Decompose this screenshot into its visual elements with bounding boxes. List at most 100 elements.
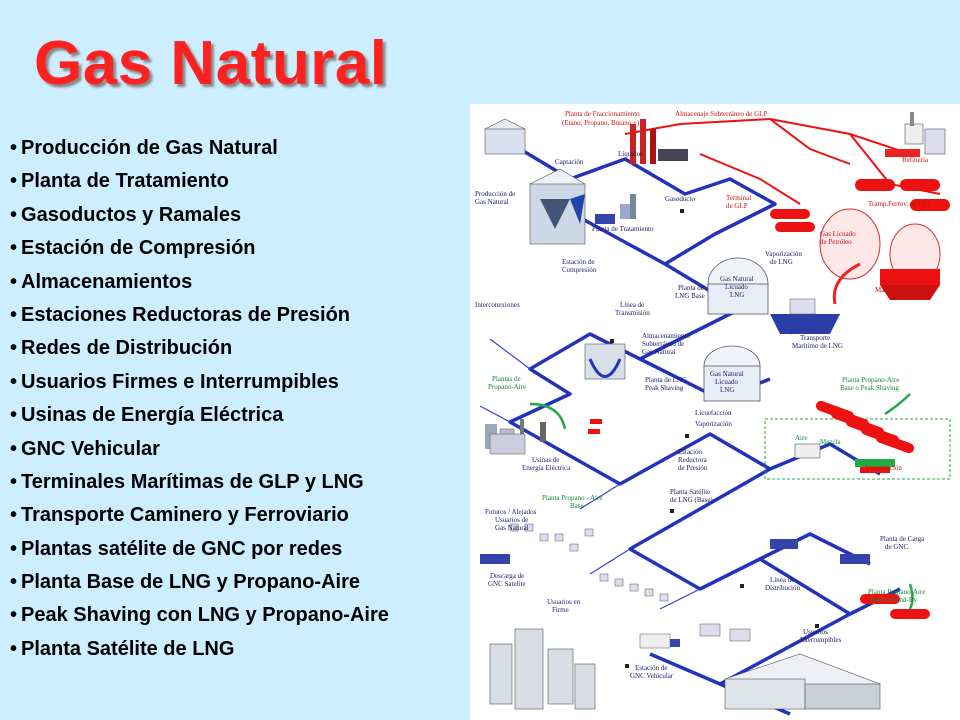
- label-planta-propano-base: Planta Propano - Aire: [542, 494, 602, 502]
- topic-item: •Usuarios Firmes e Interrumpibles: [10, 370, 470, 394]
- label-futuros: Futuros / Alejados: [485, 508, 537, 516]
- label-terminal-glp-sub: de GLP: [726, 202, 748, 210]
- label-almacenamiento-sub2: Gas Natural: [642, 348, 676, 356]
- label-plantas-propano-aire-sub: Propano-Aire: [488, 383, 526, 391]
- label-licuefaccion: Licuefacción: [695, 409, 732, 417]
- label-planta-satelite-lng: Planta Satélite: [670, 488, 710, 496]
- label-estacion-gnc-sub: GNC Vehicular: [630, 672, 674, 680]
- label-planta-propano-base-sub: Base: [570, 502, 584, 510]
- topic-item-label: Terminales Marítimas de GLP y LNG: [21, 470, 364, 493]
- topic-item-label: Planta Satélite de LNG: [21, 637, 235, 660]
- label-usuarios-interrumpibles-sub: Interrumpibles: [800, 636, 841, 644]
- power-plant: [489, 422, 546, 455]
- label-descarga-gnc: Descarga de: [490, 572, 524, 580]
- label-gas-licuado-sub: de Petróleo: [820, 238, 852, 246]
- topic-item: •Planta de Tratamiento: [10, 169, 470, 193]
- label-usinas: Usinas de: [532, 456, 559, 464]
- label-liquidos: Líquidos: [618, 150, 643, 158]
- topic-list: •Producción de Gas Natural•Planta de Tra…: [10, 136, 470, 670]
- topic-item-label: Plantas satélite de GNC por redes: [21, 537, 343, 560]
- topic-item: •Usinas de Energía Eléctrica: [10, 403, 470, 427]
- bullet-marker: •: [10, 571, 18, 594]
- bullet-marker: •: [10, 303, 18, 326]
- topic-item: •Gasoductos y Ramales: [10, 203, 470, 227]
- diagram-labels: Planta de Fraccionamiento (Etano, Propan…: [475, 110, 932, 680]
- bullet-marker: •: [10, 270, 18, 293]
- page-title: Gas Natural: [34, 29, 388, 98]
- topic-item: •Peak Shaving con LNG y Propano-Aire: [10, 603, 470, 627]
- label-gas-natural-licuado: Gas Natural: [720, 275, 754, 283]
- label-transporte-maritimo-lng-sub: Marítimo de LNG: [792, 342, 843, 350]
- topic-item-label: Almacenamientos: [21, 270, 193, 293]
- topic-item: •Redes de Distribución: [10, 336, 470, 360]
- topic-item: •Planta Satélite de LNG: [10, 637, 470, 661]
- label-planta-lng-base-sub: LNG Base: [675, 292, 705, 300]
- label-transporte-maritimo-lng: Transporte: [800, 334, 830, 342]
- label-planta-carga-gnc: Planta de Carga: [880, 535, 925, 543]
- label-produccion: Producción de: [475, 190, 515, 198]
- label-lng2: LNG: [720, 386, 734, 394]
- label-terminal-glp: Terminal: [726, 194, 751, 202]
- label-gasoducto: Gasoducto: [665, 195, 695, 203]
- label-vaporizacion-lng-sub: de LNG: [770, 258, 793, 266]
- diagram-svg: Planta de Fraccionamiento (Etano, Propan…: [475, 110, 951, 716]
- bullet-marker: •: [10, 470, 18, 493]
- bullet-marker: •: [10, 137, 18, 159]
- label-transporte-maritimo-glp-sub: Marítimo de GLP: [875, 286, 925, 294]
- gas-system-diagram: Planta de Fraccionamiento (Etano, Propan…: [470, 104, 960, 720]
- bullet-marker: •: [10, 170, 18, 193]
- lng-tank-peak: [703, 345, 761, 402]
- label-refineria: Refinería: [902, 156, 929, 164]
- topic-item: •GNC Vehicular: [10, 437, 470, 461]
- label-usuarios-firmes-sub: Firme: [552, 606, 569, 614]
- topic-item-label: GNC Vehicular: [21, 437, 160, 460]
- label-planta-propano-standby-sub: Base o Stand-By: [870, 596, 918, 604]
- label-planta-satelite-lng-sub: de LNG (Base): [670, 496, 713, 504]
- label-planta-propano-peak: Planta Propano-Aire: [842, 376, 899, 384]
- topic-item-label: Peak Shaving con LNG y Propano-Aire: [21, 604, 389, 627]
- label-planta-tratamiento: Planta de Tratamiento: [592, 225, 654, 233]
- label-planta-lng-peak: Planta de LNG: [645, 376, 687, 384]
- topic-item-label: Usinas de Energía Eléctrica: [21, 404, 284, 427]
- rail-tankers: [855, 179, 950, 211]
- label-almacenamiento-sub: Subterráneo de: [642, 340, 684, 348]
- refinery: [885, 112, 946, 157]
- topic-item: •Producción de Gas Natural: [10, 136, 470, 160]
- bullet-marker: •: [10, 504, 18, 527]
- topic-item-label: Planta Base de LNG y Propano-Aire: [21, 571, 360, 594]
- bullet-marker: •: [10, 237, 18, 260]
- industrial-users: [699, 623, 881, 710]
- city-buildings: [489, 628, 596, 710]
- label-estacion-compresion-sub: Compresión: [562, 266, 597, 274]
- bullet-marker: •: [10, 404, 18, 427]
- label-almacenamiento: Almacenamiento: [642, 332, 690, 340]
- topic-item: •Almacenamientos: [10, 270, 470, 294]
- label-plantas-propano-aire: Plantas de: [492, 375, 521, 383]
- label-captacion: Captación: [555, 158, 584, 166]
- label-gas-licuado: Gas Licuado: [820, 230, 856, 238]
- label-interconexiones: Interconexiones: [475, 301, 520, 309]
- glp-lines: [624, 117, 941, 205]
- label-estacion-reductora-sub2: de Presión: [678, 464, 708, 472]
- topic-item: •Terminales Marítimas de GLP y LNG: [10, 470, 470, 494]
- bullet-marker: •: [10, 537, 18, 560]
- label-mezcla: Mezcla: [820, 438, 841, 446]
- label-aire: Aire: [795, 434, 807, 442]
- label-descarga-gnc-sub: GNC Satelite: [488, 580, 526, 588]
- topic-item-label: Usuarios Firmes e Interrumpibles: [21, 370, 339, 393]
- topic-item-label: Planta de Tratamiento: [21, 170, 229, 193]
- label-linea-transmision-sub: Transmisión: [615, 309, 650, 317]
- label-vaporizacion2: Vaporización: [865, 464, 902, 472]
- label-tramp-ferrov: Tramp.Ferrov. de GLP: [868, 200, 932, 208]
- label-estacion-reductora: Estación: [678, 448, 703, 456]
- label-planta-propano-peak-sub: Base o Peak Shaving: [840, 384, 899, 392]
- label-gas-natural-licuado-sub: Licuado: [725, 283, 748, 291]
- topic-item: •Estaciones Reductoras de Presión: [10, 303, 470, 327]
- label-transporte-maritimo-glp: Transporte: [882, 278, 912, 286]
- topic-item-label: Estación de Compresión: [21, 237, 256, 260]
- lpg-sphere-tank: [819, 208, 941, 305]
- label-gas-natural-licuado2: Gas Natural: [710, 370, 744, 378]
- label-lng: LNG: [730, 291, 744, 299]
- topic-item-label: Gasoductos y Ramales: [21, 203, 242, 226]
- bullet-marker: •: [10, 203, 18, 226]
